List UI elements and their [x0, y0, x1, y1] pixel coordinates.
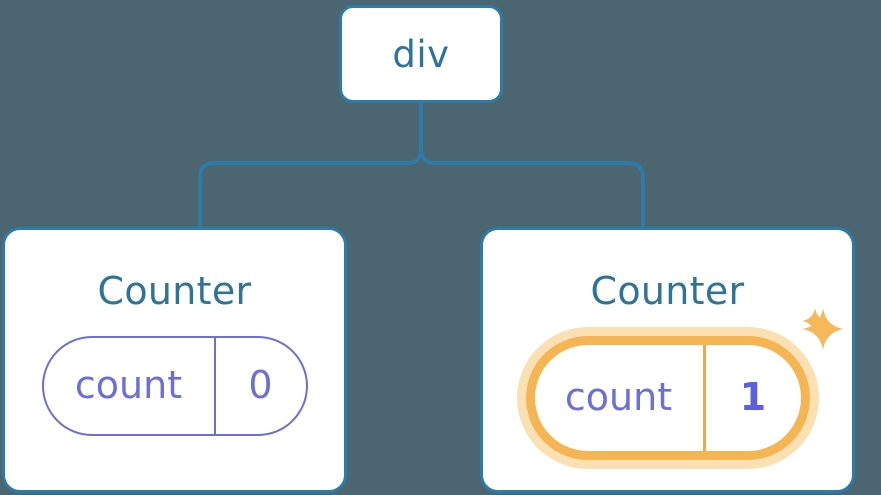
state-pill-wrapper-right: count 1 [525, 308, 844, 460]
state-pill-left[interactable]: count 0 [41, 336, 308, 436]
node-counter-left-label: Counter [97, 269, 252, 313]
state-pill-wrapper-left: count 0 [41, 336, 308, 436]
state-pill-divider-left [213, 338, 216, 434]
state-value-right: 1 [739, 375, 767, 419]
state-key-right: count [564, 375, 673, 419]
node-counter-right[interactable]: Counter count 1 [480, 227, 855, 493]
node-div[interactable]: div [339, 5, 503, 103]
state-pill-divider-right [702, 345, 706, 451]
state-key-left: count [74, 363, 183, 407]
node-div-label: div [392, 32, 450, 76]
connector-to-left-child [198, 144, 423, 229]
state-pill-right[interactable]: count 1 [525, 336, 810, 460]
sparkle-small-icon [801, 308, 828, 334]
sparkle-large-icon [801, 308, 844, 350]
connector-to-right-child [419, 144, 645, 229]
state-value-left: 0 [248, 363, 273, 407]
node-counter-right-label: Counter [590, 269, 745, 313]
node-counter-left[interactable]: Counter count 0 [2, 227, 347, 493]
